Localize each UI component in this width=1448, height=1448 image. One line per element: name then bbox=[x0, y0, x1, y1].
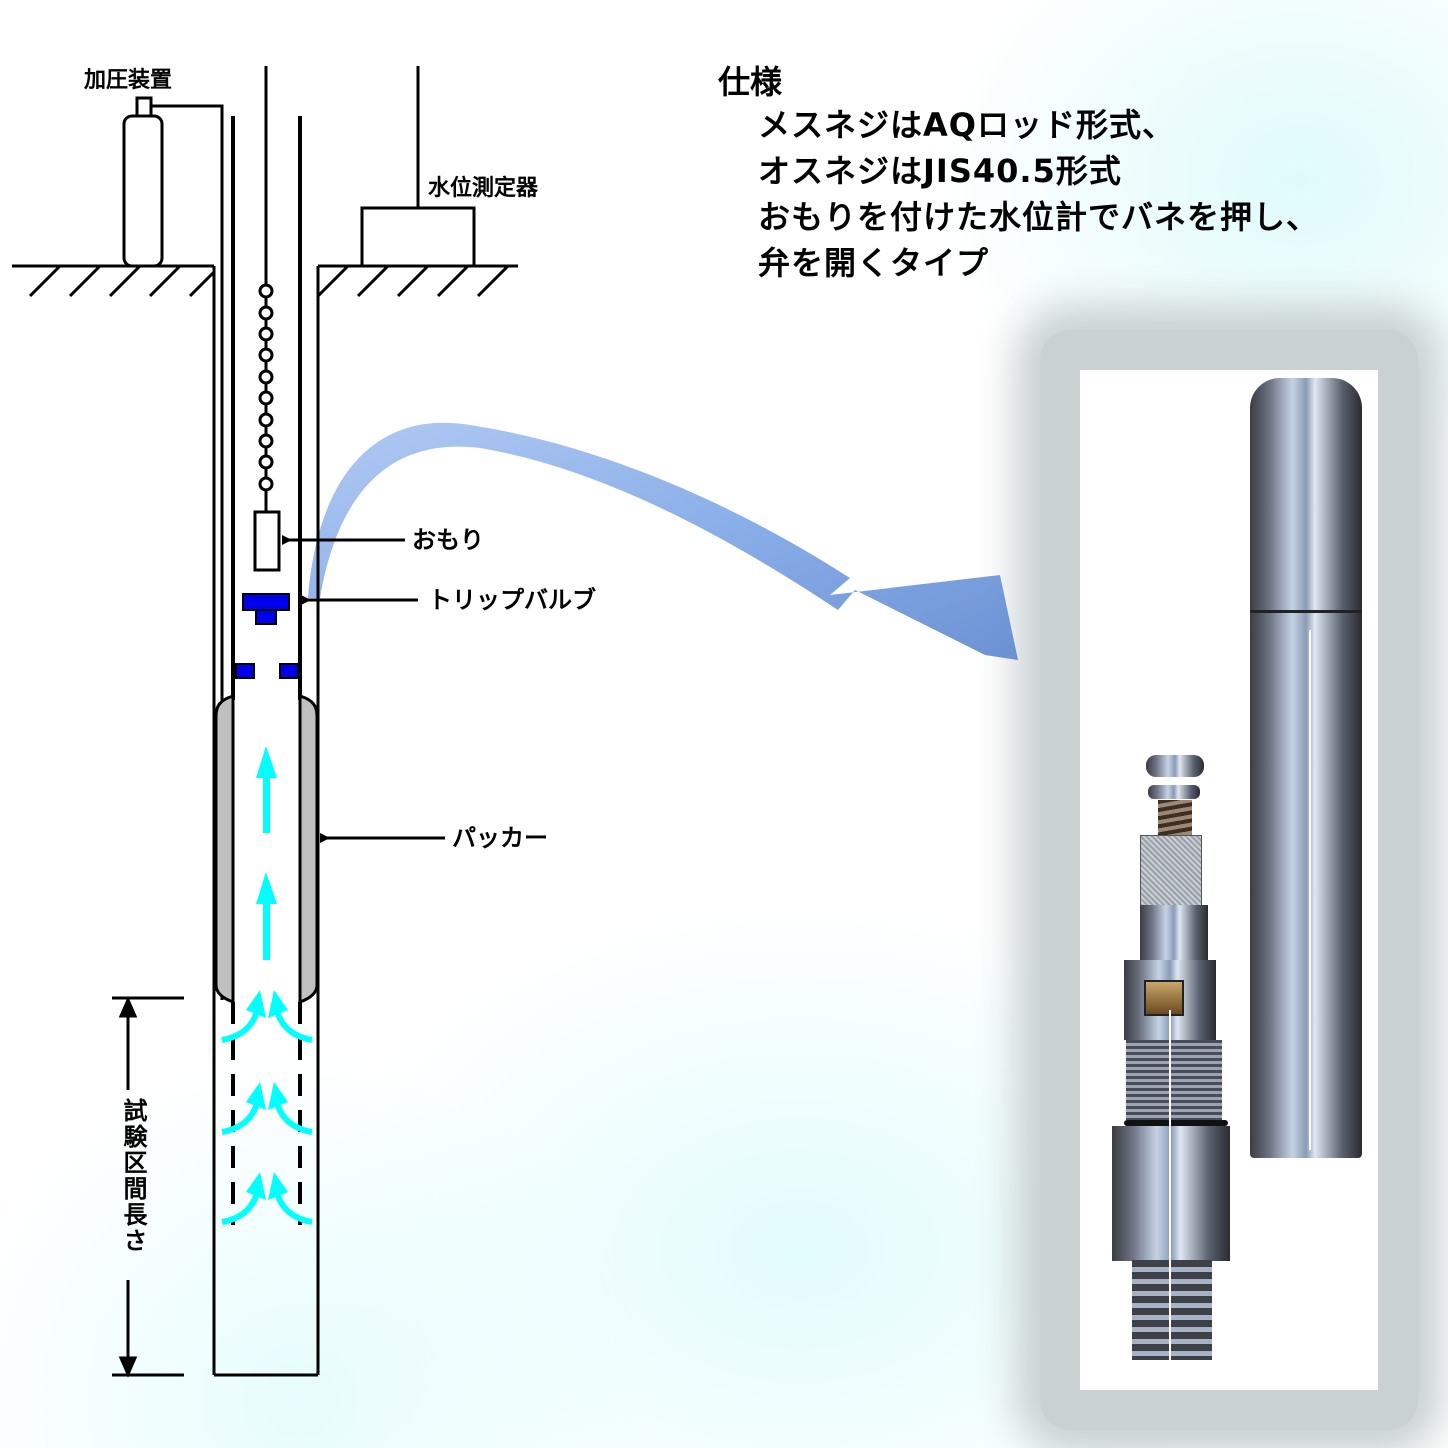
valve-body-lower bbox=[1112, 1126, 1230, 1261]
test-section-dimension bbox=[112, 996, 184, 1378]
spec-line-operation: おもりを付けた水位計でバネを押し、 bbox=[758, 198, 1320, 236]
perforated-section bbox=[231, 1002, 302, 1225]
valve-spring bbox=[1158, 800, 1192, 836]
weight-label: おもり bbox=[412, 526, 484, 554]
water-level-meter-label: 水位測定器 bbox=[428, 176, 539, 201]
packer-icon bbox=[214, 693, 319, 1005]
highlight-line bbox=[1169, 1010, 1171, 1360]
flow-inflow-arrowheads bbox=[246, 990, 288, 1200]
valve-body-upper bbox=[1140, 905, 1208, 965]
spec-title: 仕様 bbox=[718, 63, 783, 101]
ground-left bbox=[12, 264, 216, 1375]
knurled-collar bbox=[1140, 835, 1202, 907]
valve-body-thread bbox=[1126, 1040, 1222, 1120]
probe-chain bbox=[258, 66, 274, 512]
valve-sleeve-cylinder bbox=[1250, 378, 1362, 1158]
test-section-length-label: 試験区間長さ bbox=[119, 1098, 147, 1254]
trip-valve-icon bbox=[235, 593, 299, 679]
water-level-meter-icon bbox=[360, 66, 476, 268]
pressurizer-label: 加圧装置 bbox=[84, 68, 173, 93]
valve-stem-head-2 bbox=[1148, 785, 1200, 799]
callout-arrow-icon bbox=[308, 422, 1018, 660]
packer-label: パッカー bbox=[452, 824, 548, 852]
leader-lines bbox=[282, 535, 445, 843]
spec-line-female-thread: メスネジはAQロッド形式、 bbox=[758, 106, 1175, 144]
spec-line-male-thread: オスネジはJIS40.5形式 bbox=[758, 152, 1122, 190]
sleeve-joint-line bbox=[1250, 610, 1362, 613]
male-thread-pin bbox=[1132, 1260, 1212, 1360]
spec-line-valve-type: 弁を開くタイプ bbox=[758, 244, 990, 282]
trip-valve-photo bbox=[1080, 370, 1378, 1390]
trip-valve-label: トリップバルブ bbox=[428, 586, 596, 614]
o-ring bbox=[1124, 1120, 1228, 1126]
highlight-line-sleeve bbox=[1309, 630, 1311, 1150]
pressurizer-cylinder-icon bbox=[122, 96, 224, 1000]
valve-cutaway-window bbox=[1144, 980, 1184, 1016]
weight-icon bbox=[253, 510, 281, 572]
spec-block: 仕様 メスネジはAQロッド形式、 オスネジはJIS40.5形式 おもりを付けた水… bbox=[718, 62, 1319, 286]
rod-pipe bbox=[231, 116, 302, 700]
valve-stem-head bbox=[1146, 755, 1204, 777]
flow-up-arrow-icon bbox=[256, 746, 277, 960]
